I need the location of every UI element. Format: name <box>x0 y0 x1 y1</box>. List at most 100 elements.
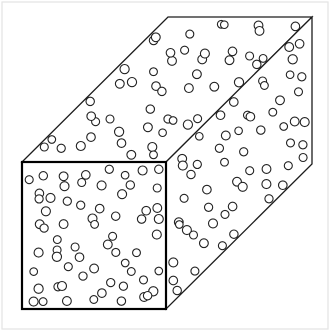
front-face-particle <box>91 221 99 229</box>
front-face-particle <box>98 289 107 298</box>
top-face-particle <box>181 46 189 54</box>
top-face-particle <box>225 56 234 65</box>
top-face-particle <box>159 129 167 137</box>
right-face-particle <box>200 239 209 248</box>
cube-front-face <box>22 162 166 309</box>
top-face-particle <box>158 87 166 95</box>
right-face-particle <box>276 96 285 105</box>
top-face-particle <box>194 115 202 123</box>
front-face-particle <box>79 272 87 280</box>
right-face-particle <box>300 118 309 127</box>
top-face-particle <box>48 136 56 144</box>
front-face-particle <box>35 195 43 203</box>
top-face-particle <box>115 79 124 88</box>
front-face-particle <box>39 298 47 306</box>
top-face-particle <box>40 143 48 151</box>
right-face-particle <box>173 286 181 294</box>
front-face-particle <box>75 253 84 262</box>
front-face-particle <box>112 212 120 220</box>
right-face-particle <box>203 185 212 194</box>
front-face-particle <box>107 279 115 287</box>
front-face-particle <box>78 179 86 187</box>
right-face-particle <box>299 154 307 162</box>
front-face-particle <box>103 240 112 249</box>
front-face-particle <box>71 243 79 251</box>
front-face-particle <box>152 230 161 239</box>
right-face-particle <box>176 221 184 229</box>
top-face-particle <box>127 78 136 87</box>
top-face-particle <box>106 115 114 123</box>
right-face-particle <box>280 123 288 131</box>
top-face-particle <box>228 47 237 56</box>
right-face-particle <box>187 170 195 178</box>
right-face-particle <box>238 182 247 191</box>
front-face-particle <box>155 267 163 275</box>
top-face-particle <box>193 70 202 79</box>
right-face-particle <box>221 131 230 140</box>
front-face-particle <box>52 252 61 261</box>
top-face-particle <box>259 55 267 63</box>
right-face-particle <box>169 258 178 267</box>
top-face-particle <box>87 133 96 142</box>
top-face-particle <box>291 22 300 31</box>
front-face-particle <box>90 296 98 304</box>
front-face-particle <box>53 236 61 244</box>
front-face-particle <box>77 201 85 209</box>
right-face-particle <box>295 88 303 96</box>
front-face-particle <box>59 220 68 229</box>
right-face-particle <box>298 73 306 81</box>
right-face-particle <box>261 82 269 90</box>
top-face-particle <box>246 52 254 60</box>
front-face-particle <box>127 268 135 276</box>
front-face-particle <box>58 282 67 291</box>
right-face-particle <box>215 144 223 152</box>
front-face-particle <box>97 181 106 190</box>
front-face-particle <box>121 259 129 267</box>
front-face-particle <box>64 263 72 271</box>
top-face-particle <box>117 139 126 148</box>
top-face-particle <box>255 27 264 36</box>
right-face-particle <box>265 195 273 203</box>
right-face-particle <box>193 160 201 168</box>
right-face-particle <box>209 219 218 228</box>
right-face-particle <box>262 165 271 174</box>
top-face-particle <box>169 117 177 125</box>
top-face-particle <box>115 127 124 136</box>
top-face-particle <box>146 105 154 113</box>
top-face-particle <box>221 21 229 29</box>
right-face-particle <box>169 276 178 285</box>
front-face-particle <box>34 248 43 257</box>
right-face-particle <box>290 117 299 126</box>
front-face-particle <box>126 181 134 189</box>
front-face-particle <box>82 171 91 180</box>
top-face-particle <box>120 65 129 74</box>
top-face-particle <box>86 97 94 105</box>
right-face-particle <box>216 111 225 120</box>
front-face-particle <box>142 206 151 215</box>
top-face-particle <box>234 78 243 87</box>
top-face-particle <box>150 68 158 76</box>
top-face-particle <box>148 143 157 152</box>
right-face-particle <box>286 71 294 79</box>
right-face-particle <box>190 231 198 239</box>
right-face-particle <box>235 127 243 135</box>
right-face-particle <box>180 194 188 202</box>
top-face-particle <box>168 57 177 66</box>
right-face-particle <box>246 112 255 121</box>
front-face-particle <box>143 292 151 300</box>
front-face-particle <box>63 297 72 306</box>
front-face-particle <box>25 176 33 184</box>
right-face-particle <box>285 43 294 52</box>
right-face-particle <box>287 139 295 147</box>
right-face-particle <box>230 98 239 107</box>
right-face-particle <box>295 40 304 49</box>
right-face-particle <box>279 181 288 190</box>
top-face-particle <box>144 123 153 132</box>
right-face-particle <box>288 55 297 64</box>
right-face-particle <box>205 203 213 211</box>
front-face-particle <box>90 264 99 273</box>
right-face-particle <box>218 242 226 250</box>
front-face-particle <box>154 215 163 224</box>
top-face-particle <box>200 49 209 58</box>
